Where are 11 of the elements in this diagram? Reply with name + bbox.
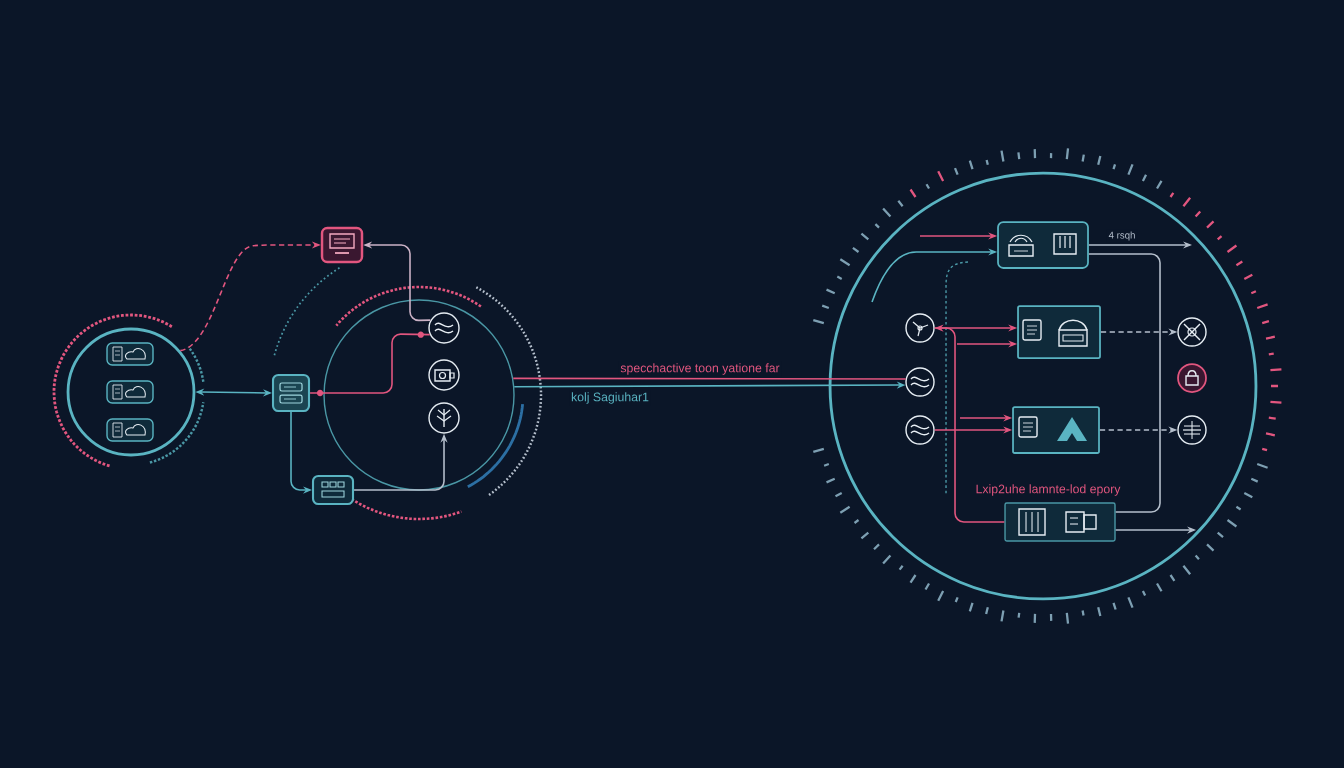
note-text: Lxip2uhe lamnte-lod epory xyxy=(976,484,1121,496)
icon-circle xyxy=(1177,317,1207,347)
cluster-circle xyxy=(828,171,1258,601)
icon-circle xyxy=(428,402,460,434)
icon-circle xyxy=(428,359,460,391)
icon-circle xyxy=(905,313,935,343)
icon-circle xyxy=(1177,363,1207,393)
icon-circle xyxy=(428,312,460,344)
icon-circle xyxy=(905,415,935,445)
cluster-circle xyxy=(323,299,515,491)
icon-circle xyxy=(905,367,935,397)
